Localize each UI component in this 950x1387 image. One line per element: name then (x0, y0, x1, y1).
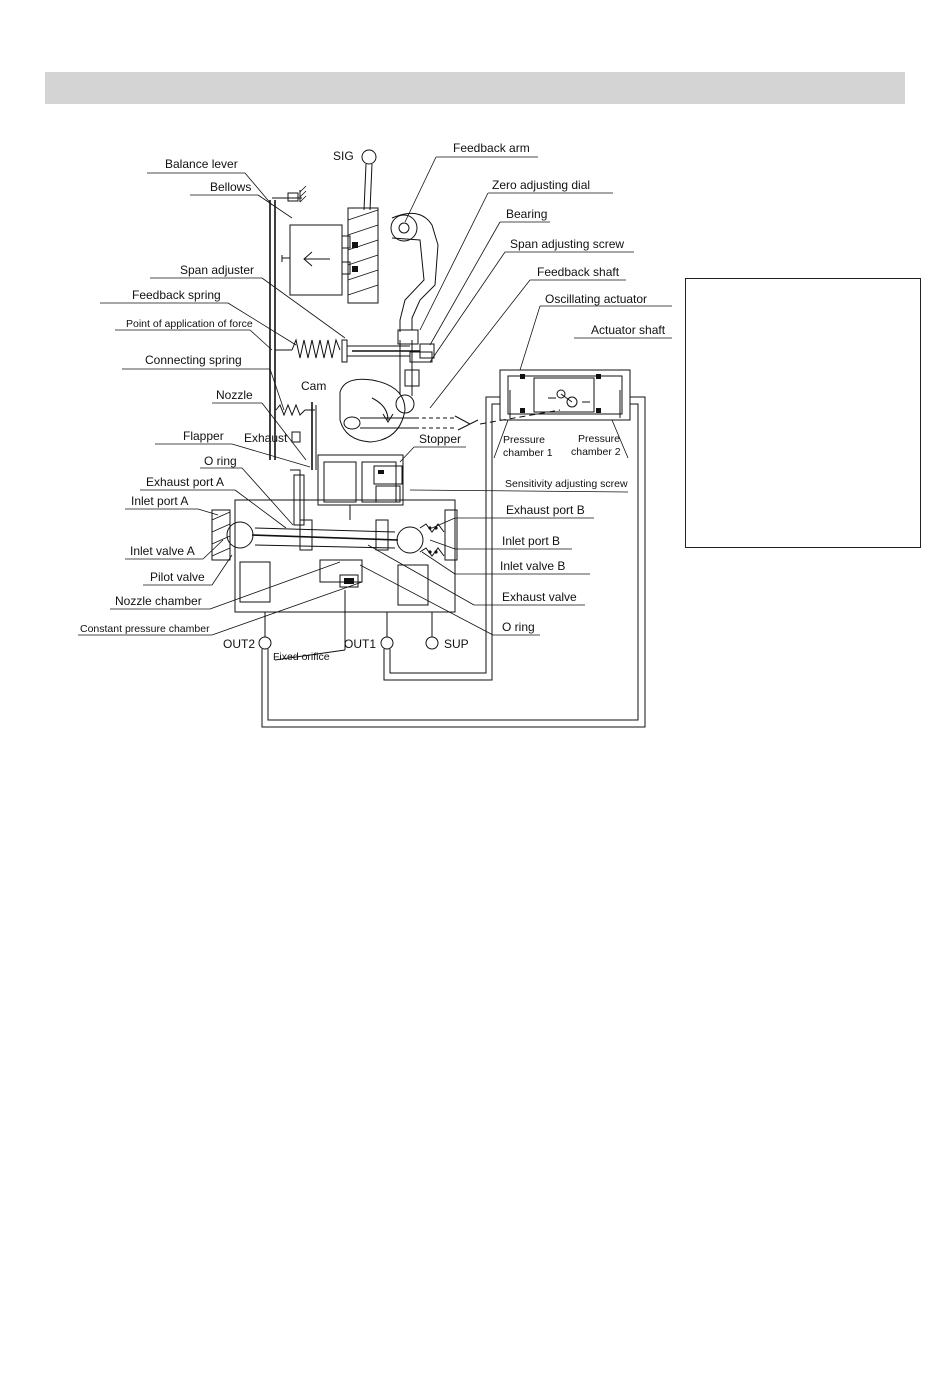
label-bearing: Bearing (506, 207, 547, 221)
label-feedback-spring: Feedback spring (132, 288, 221, 302)
label-span-adjusting-screw: Span adjusting screw (510, 237, 624, 251)
label-stopper: Stopper (419, 432, 461, 446)
side-note-box (685, 278, 921, 548)
label-pilot-valve: Pilot valve (150, 570, 205, 584)
label-inlet-valve-a: Inlet valve A (130, 544, 195, 558)
left-leader-lines (78, 172, 363, 636)
label-inlet-port-a: Inlet port A (131, 494, 188, 508)
label-feedback-shaft: Feedback shaft (537, 265, 620, 279)
label-connecting-spring: Connecting spring (145, 353, 242, 367)
label-o-ring-top: O ring (204, 454, 237, 468)
label-actuator-shaft: Actuator shaft (591, 323, 666, 337)
label-pressure-chamber-2-line1: Pressure (578, 433, 620, 445)
label-nozzle-chamber: Nozzle chamber (115, 594, 202, 608)
feedback-spring (275, 338, 435, 363)
label-pressure-chamber-2-line2: chamber 2 (571, 446, 621, 458)
label-exhaust-port-b: Exhaust port B (506, 503, 585, 517)
piping (258, 396, 646, 728)
label-inlet-port-b: Inlet port B (502, 534, 560, 548)
label-exhaust-valve: Exhaust valve (502, 590, 577, 604)
label-o-ring-bottom: O ring (502, 620, 535, 634)
balance-lever-assembly (269, 185, 307, 460)
label-oscillating-actuator: Oscillating actuator (545, 292, 647, 306)
label-cam: Cam (301, 379, 326, 393)
label-point-of-application: Point of application of force (126, 318, 253, 330)
label-out1: OUT1 (344, 637, 376, 651)
oscillating-actuator (499, 369, 631, 421)
label-balance-lever: Balance lever (165, 157, 238, 171)
right-labels: Feedback arm Zero adjusting dial Bearing… (301, 141, 666, 634)
feedback-arm (390, 212, 439, 414)
label-flapper: Flapper (183, 429, 224, 443)
label-inlet-valve-b: Inlet valve B (500, 559, 565, 573)
label-bellows: Bellows (210, 180, 251, 194)
label-sig: SIG (333, 149, 354, 163)
label-sup: SUP (444, 637, 469, 651)
label-exhaust-port-a: Exhaust port A (146, 475, 224, 489)
nozzle-flapper (291, 402, 317, 526)
left-labels: Balance lever Bellows SIG Span adjuster … (80, 149, 469, 663)
label-constant-pressure-chamber: Constant pressure chamber (80, 623, 210, 635)
pilot-valve-body (211, 454, 458, 613)
label-zero-adjusting-dial: Zero adjusting dial (492, 178, 590, 192)
label-out2: OUT2 (223, 637, 255, 651)
label-exhaust: Exhaust (244, 431, 288, 445)
label-span-adjuster: Span adjuster (180, 263, 254, 277)
cam (339, 378, 561, 443)
label-pressure-chamber-1-line2: chamber 1 (503, 447, 553, 459)
label-feedback-arm: Feedback arm (453, 141, 530, 155)
connecting-spring (275, 403, 315, 417)
section-header-bar (45, 72, 905, 104)
label-nozzle: Nozzle (216, 388, 253, 402)
sig-input (347, 149, 379, 304)
label-fixed-orifice: Fixed orifice (273, 651, 330, 663)
right-leader-lines (359, 156, 672, 636)
label-sensitivity-adjusting-screw: Sensitivity adjusting screw (505, 478, 628, 490)
label-pressure-chamber-1-line1: Pressure (503, 434, 545, 446)
bellows (281, 224, 351, 296)
